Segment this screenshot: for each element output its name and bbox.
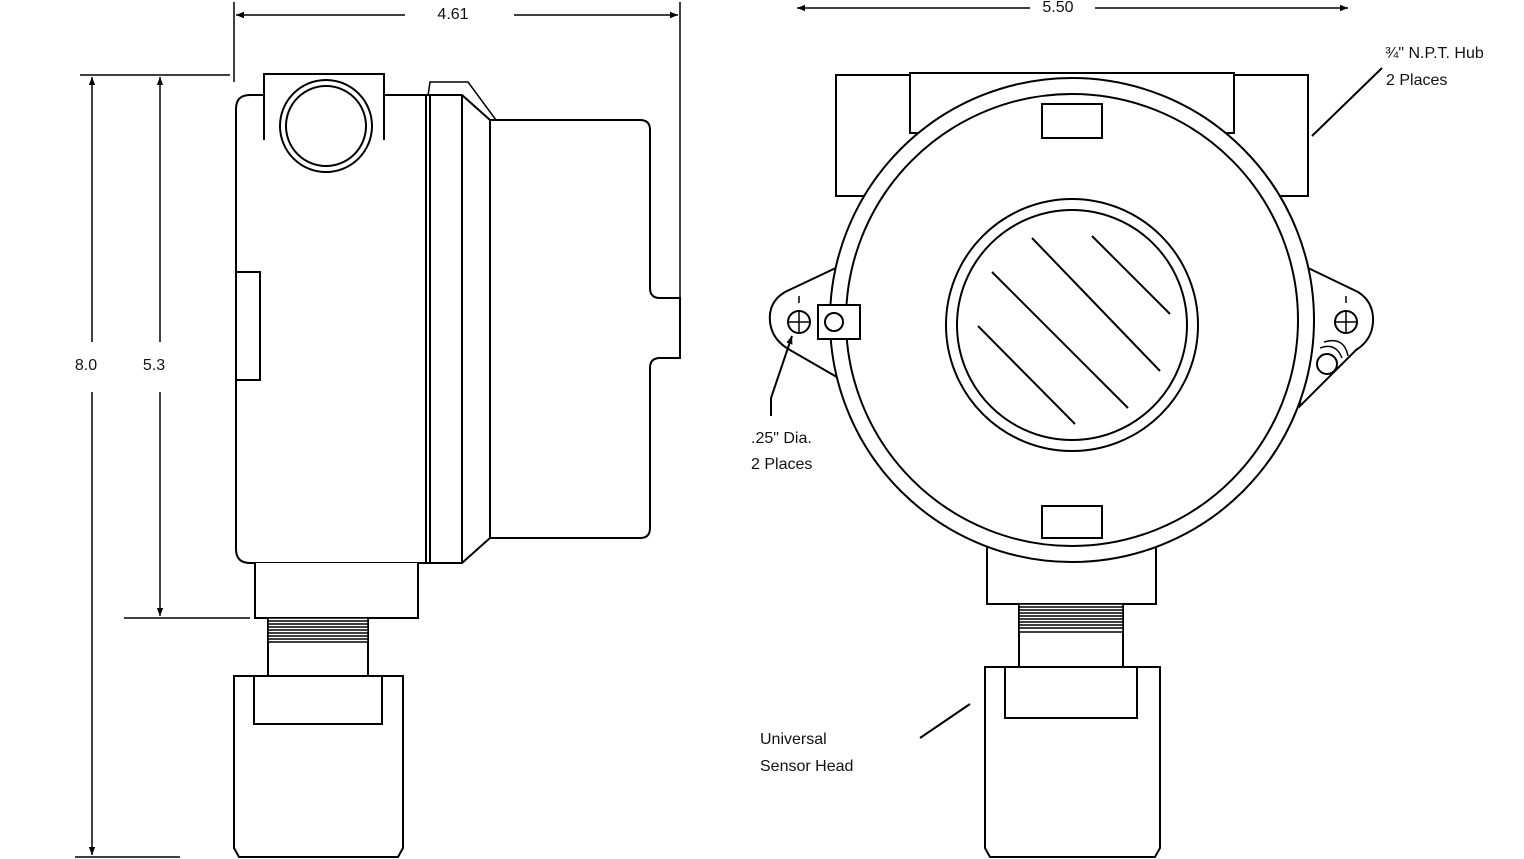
side-mount-tab	[235, 271, 261, 381]
side-housing-body	[235, 94, 431, 564]
front-clip-top	[1041, 103, 1103, 139]
side-width-label: 4.61	[437, 6, 468, 23]
hub-callout-line2: 2 Places	[1386, 72, 1447, 89]
mount-hole-left	[787, 296, 811, 334]
mount-hole-right	[1334, 296, 1358, 334]
hub-callout-line1: ¾" N.P.T. Hub	[1385, 45, 1484, 62]
overall-height-label: 8.0	[75, 357, 97, 374]
sensor-callout-line1: Universal	[760, 731, 827, 748]
ground-screw	[817, 304, 861, 340]
front-mount-ear-right	[1298, 264, 1375, 409]
front-view: 5.50	[751, 0, 1484, 858]
magnet-icon	[1316, 339, 1349, 375]
side-view: 4.61 8.0 5.3	[75, 2, 681, 858]
hole-callout-line2: 2 Places	[751, 456, 812, 473]
sensor-callout-line2: Sensor Head	[760, 758, 853, 775]
body-height-label: 5.3	[143, 357, 165, 374]
side-neck	[254, 563, 419, 619]
body-height-dimension: 5.3	[124, 77, 250, 619]
front-sensor-head	[984, 666, 1161, 858]
side-cover	[429, 94, 681, 564]
sensor-leader-line	[919, 703, 971, 739]
overall-height-dimension: 8.0	[75, 74, 230, 858]
front-window-outer	[945, 198, 1199, 452]
hole-callout-line1: .25" Dia.	[751, 430, 812, 447]
side-sensor-head	[233, 675, 404, 858]
glass-reflection-lines	[977, 235, 1171, 425]
front-clip-bottom	[1041, 505, 1103, 539]
side-width-dimension: 4.61	[233, 2, 681, 298]
side-hub-opening-outer	[279, 79, 373, 173]
front-width-dimension: 5.50	[797, 0, 1348, 16]
front-width-label: 5.50	[1042, 0, 1073, 16]
hub-leader-line	[1311, 67, 1383, 137]
front-thread	[1018, 603, 1124, 668]
side-thread	[267, 617, 369, 677]
front-window-inner	[956, 209, 1188, 441]
side-hub-opening-inner	[285, 85, 367, 167]
